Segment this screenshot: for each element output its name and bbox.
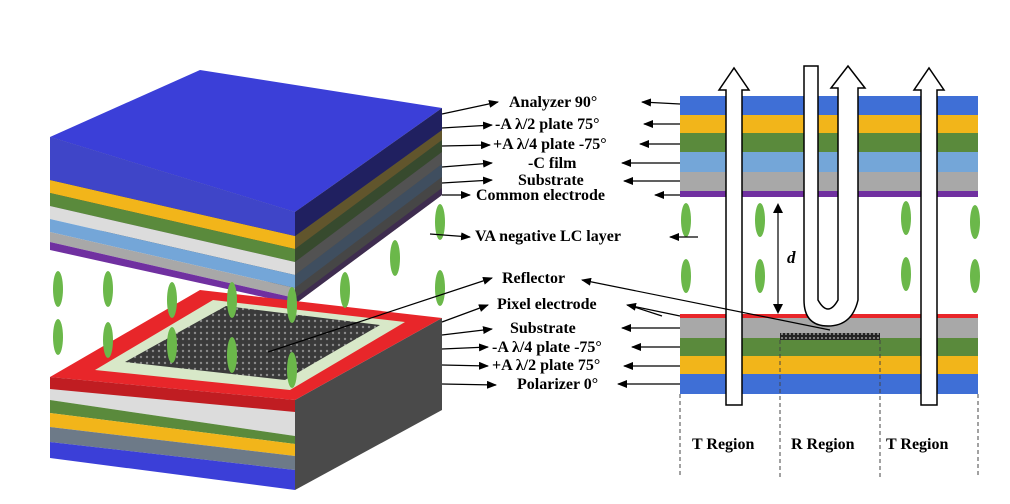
analyzer-front-face — [50, 137, 295, 236]
xs-halfwave-bottom — [680, 356, 978, 374]
lower-right-side — [295, 318, 442, 490]
region-separators — [679, 340, 979, 478]
xs-analyzer — [680, 96, 978, 115]
label-lc-layer: VA negative LC layer — [475, 228, 621, 245]
xs-cfilm — [680, 152, 978, 172]
xs-substrate-top — [680, 172, 978, 191]
lc-molecule — [901, 257, 911, 291]
label-c-film: -C film — [528, 155, 577, 172]
gap-label: d — [787, 248, 796, 267]
label-polarizer: Polarizer 0° — [517, 376, 599, 393]
lower-glass-face — [50, 427, 295, 470]
label-substrate-top: Substrate — [518, 172, 584, 189]
label-quarterwave-bottom: -A λ/4 plate -75° — [492, 339, 602, 356]
lower-stack — [50, 290, 442, 490]
analyzer-right-face — [295, 108, 442, 236]
lc-molecule — [435, 270, 445, 306]
lc-molecule — [340, 272, 350, 308]
analyzer-top-face — [50, 70, 442, 212]
label-pixel-electrode: Pixel electrode — [497, 296, 597, 313]
lc-molecule — [287, 352, 297, 388]
label-reflector: Reflector — [502, 270, 566, 287]
lc-molecule — [287, 287, 297, 323]
exploded-3d-stack — [50, 70, 445, 490]
xs-common-electrode — [680, 191, 978, 197]
lc-molecule — [53, 271, 63, 307]
region-label-r: R Region — [791, 436, 855, 453]
label-arrows — [267, 98, 831, 389]
t-region-right-light-path — [912, 66, 946, 406]
xs-polarizer — [680, 374, 978, 394]
lc-molecule — [103, 322, 113, 358]
upper-right-band-1 — [295, 130, 442, 249]
xs-substrate-bottom — [680, 318, 978, 338]
label-halfwave-bottom: +A λ/2 plate 75° — [492, 357, 601, 374]
label-common-electrode: Common electrode — [476, 187, 605, 204]
upper-right-band-5 — [295, 177, 442, 298]
upper-right-band-2 — [295, 140, 442, 262]
lc-molecule — [901, 201, 911, 235]
reflector-area — [125, 306, 380, 380]
label-halfwave-top: -A λ/2 plate 75° — [495, 116, 600, 133]
r-region-light-path — [803, 64, 867, 327]
xs-quarterwave-bottom — [680, 338, 978, 356]
upper-right-band-6 — [295, 188, 442, 304]
region-label-t-left: T Region — [692, 436, 755, 453]
lc-molecule — [435, 204, 445, 240]
lc-molecule — [53, 319, 63, 355]
lc-molecule — [390, 240, 400, 276]
gap-arrow-up — [773, 203, 783, 213]
region-label-t-right: T Region — [886, 436, 949, 453]
lc-molecules-right — [681, 201, 980, 293]
xs-quarterwave-top — [680, 133, 978, 152]
upper-glass-face — [50, 232, 295, 298]
lower-quarterwave-face — [50, 400, 295, 444]
upper-cfilm-face — [50, 219, 295, 288]
lc-molecule — [681, 203, 691, 237]
upper-right-band-3 — [295, 152, 442, 275]
lc-molecule — [681, 259, 691, 293]
upper-halfwave-face — [50, 180, 295, 249]
lc-molecules-left — [53, 204, 445, 388]
lc-molecule — [167, 282, 177, 318]
label-analyzer: Analyzer 90° — [509, 94, 598, 111]
lc-molecule — [970, 259, 980, 293]
lc-molecule — [167, 327, 177, 363]
t-region-left-light-path — [717, 66, 751, 406]
xs-reflector — [780, 333, 880, 340]
lc-molecule — [970, 205, 980, 239]
upper-right-band-4 — [295, 164, 442, 288]
cross-section — [679, 64, 980, 478]
gap-arrow-down — [773, 304, 783, 314]
lc-molecule — [755, 259, 765, 293]
lc-molecule — [227, 337, 237, 373]
upper-quarterwave-face — [50, 193, 295, 262]
upper-stack — [50, 70, 442, 304]
lower-halfwave-face — [50, 413, 295, 456]
upper-substrate-face — [50, 206, 295, 275]
light-paths — [717, 64, 946, 406]
pixel-electrode-front — [50, 377, 295, 412]
lc-molecule — [103, 271, 113, 307]
label-substrate-bottom: Substrate — [510, 320, 576, 337]
lc-molecule — [227, 282, 237, 318]
lc-molecule — [755, 203, 765, 237]
xs-halfwave-top — [680, 115, 978, 133]
polarizer-front-face — [50, 442, 295, 490]
label-quarterwave-top: +A λ/4 plate -75° — [493, 136, 607, 153]
